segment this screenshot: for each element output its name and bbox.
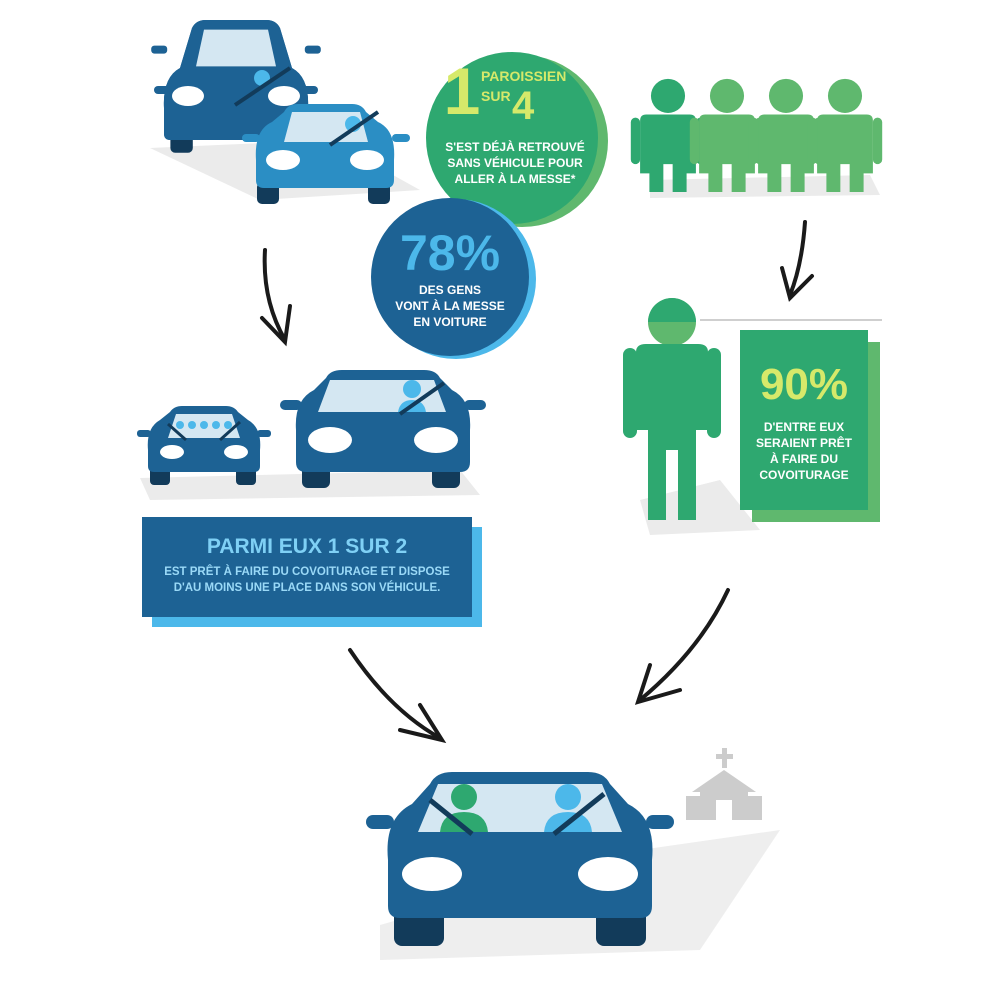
stat-parmi-title: PARMI EUX 1 SUR 2 <box>206 535 408 558</box>
church-icon <box>686 748 762 820</box>
stat-voiture-percent: 78% <box>399 225 501 281</box>
car-large-single <box>280 370 486 488</box>
stat-paroissien-number: 1 <box>443 54 481 128</box>
stat-covoiturage-line-3: À FAIRE DU <box>769 452 838 466</box>
stat-box-covoiturage <box>740 330 880 522</box>
car-small-full <box>137 406 271 485</box>
stat-paroissien-word1: PAROISSIEN <box>481 68 567 84</box>
stat-covoiturage-percent: 90% <box>759 360 849 409</box>
stat-paroissien-caption-3: ALLER À LA MESSE* <box>454 172 576 186</box>
arrow-icon <box>260 304 292 347</box>
people-group <box>630 78 883 192</box>
stat-covoiturage-line-2: SERAIENT PRÊT <box>755 436 852 450</box>
stat-covoiturage-line-1: D'ENTRE EUX <box>763 420 845 434</box>
stat-paroissien-caption-1: S'EST DÉJÀ RETROUVÉ <box>445 140 585 154</box>
stat-paroissien-number2: 4 <box>512 84 535 128</box>
stat-voiture-caption-3: EN VOITURE <box>413 315 487 329</box>
stat-paroissien-word2: SUR <box>481 88 511 104</box>
stat-box-parmi <box>142 517 482 627</box>
arrow-icon <box>634 663 682 705</box>
stat-covoiturage-line-4: COVOITURAGE <box>759 468 849 482</box>
arrows <box>260 220 814 744</box>
stat-paroissien-caption-2: SANS VÉHICULE POUR <box>447 156 583 170</box>
car-top-left-front <box>242 104 410 204</box>
arrow-icon <box>348 648 442 740</box>
arrow-icon <box>638 588 730 702</box>
arrow-icon <box>262 248 287 342</box>
stat-voiture-caption-1: DES GENS <box>418 283 481 297</box>
arrow-icon <box>788 220 807 297</box>
stat-voiture-caption-2: VONT À LA MESSE <box>395 299 505 313</box>
person-large-icon <box>623 298 882 520</box>
stat-circle-paroissien <box>426 52 608 227</box>
car-top-left-back-body <box>154 19 318 140</box>
arrow-icon <box>780 266 814 302</box>
stat-parmi-line-2: D'AU MOINS UNE PLACE DANS SON VÉHICULE. <box>173 582 441 594</box>
stat-parmi-line-1: EST PRÊT À FAIRE DU COVOITURAGE ET DISPO… <box>164 566 450 578</box>
arrow-icon <box>398 703 447 744</box>
stat-circle-voiture <box>371 198 536 359</box>
person-icon <box>807 78 883 192</box>
car-shared <box>366 772 674 946</box>
